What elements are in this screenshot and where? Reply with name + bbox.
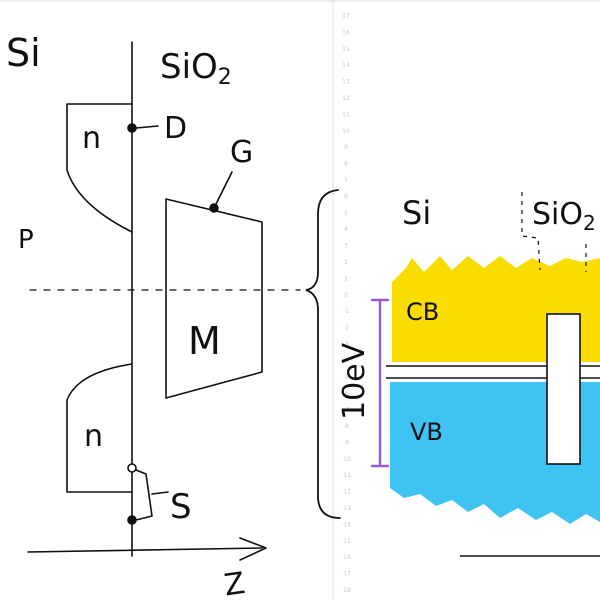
gate-contact <box>209 203 219 213</box>
gate-metal <box>165 198 263 399</box>
ruler-tick-label: -14 <box>341 521 351 528</box>
ruler-tick-label: -4 <box>343 357 349 364</box>
n-region-drain <box>66 103 133 233</box>
label-metal: M <box>188 319 221 363</box>
ruler-tick-label: 4 <box>344 226 348 233</box>
ruler-tick-label: -13 <box>341 505 351 512</box>
oxide-barrier <box>546 313 581 465</box>
ruler-tick-label: -18 <box>341 587 351 594</box>
label-sio2-left-main: SiO <box>160 47 218 87</box>
sio2-dashed-bracket <box>521 192 587 272</box>
ruler-tick-label: -12 <box>341 489 351 496</box>
label-energy-scale: 10eV <box>337 342 372 420</box>
label-sio2-right: SiO2 <box>532 197 596 235</box>
ruler-tick-label: -16 <box>341 554 351 561</box>
ruler-tick-label: -15 <box>341 538 351 545</box>
ruler-tick-label: 2 <box>344 259 348 266</box>
label-si-left: Si <box>6 31 41 75</box>
ruler-tick-label: 1 <box>344 275 348 282</box>
label-n-bottom: n <box>84 419 103 454</box>
label-drain: D <box>164 111 187 146</box>
ruler-tick-label: 0 <box>344 292 348 299</box>
source-lead <box>151 491 169 495</box>
ruler-tick-label: 17 <box>342 13 350 20</box>
ruler-tick-label: 6 <box>344 193 348 200</box>
ruler-tick-label: -17 <box>341 571 351 578</box>
label-vb: VB <box>410 418 443 446</box>
ruler-tick-label: -11 <box>341 472 351 479</box>
curly-brace <box>305 189 341 519</box>
energy-scale-bar <box>370 298 390 468</box>
label-p: P <box>18 225 34 255</box>
label-sio2-right-main: SiO <box>532 197 583 232</box>
ruler-tick-label: -3 <box>343 341 349 348</box>
ruler-tick-label: 5 <box>344 210 348 217</box>
ruler-tick-label: -10 <box>341 456 351 463</box>
ruler-tick-label: 11 <box>342 111 350 118</box>
ruler-tick-label: 16 <box>342 29 350 36</box>
mosfet-cross-section <box>27 41 301 561</box>
label-source: S <box>170 487 192 527</box>
z-axis-arrowhead <box>239 537 267 561</box>
ruler-tick-label: -1 <box>343 308 349 315</box>
z-axis-arrow <box>27 547 263 553</box>
ruler-tick-labels: 17161514131211109876543210-1-2-3-4-5-6-7… <box>341 13 351 594</box>
ruler-tick-label: -8 <box>343 423 349 430</box>
label-sio2-left: SiO2 <box>160 47 232 90</box>
label-n-top: n <box>82 121 101 156</box>
ruler-tick-label: 14 <box>342 62 350 69</box>
ruler-tick-label: -2 <box>343 325 349 332</box>
ruler-tick-label: 9 <box>344 144 348 151</box>
gate-lead <box>215 171 233 205</box>
drain-contact <box>127 123 137 133</box>
ruler-tick-label: -7 <box>343 407 349 414</box>
label-gate: G <box>230 135 253 170</box>
page-ruler: 17161514131211109876543210-1-2-3-4-5-6-7… <box>332 0 351 600</box>
ruler-tick-label: 7 <box>344 177 348 184</box>
ruler-tick-label: 10 <box>342 128 350 135</box>
band-diagram <box>370 192 600 557</box>
n-region-source <box>66 363 133 493</box>
ruler-tick-label: -6 <box>343 390 349 397</box>
ruler-tick-label: 15 <box>342 46 350 53</box>
ruler-tick-label: -5 <box>343 374 349 381</box>
label-sio2-right-sub: 2 <box>583 211 596 235</box>
ruler-tick-label: 3 <box>344 243 348 250</box>
source-bracket <box>135 469 153 521</box>
ruler-tick-label: 8 <box>344 161 348 168</box>
label-cb: CB <box>406 298 439 326</box>
source-contact-bottom <box>127 515 137 525</box>
ruler-tick-label: 12 <box>342 95 350 102</box>
ruler-tick-label: -9 <box>343 439 349 446</box>
drain-lead <box>135 125 159 129</box>
label-si-right: Si <box>402 194 431 232</box>
ruler-tick-label: 13 <box>342 79 350 86</box>
label-z-axis: Z <box>222 566 247 600</box>
label-sio2-left-sub: 2 <box>218 65 232 90</box>
source-contact-top <box>127 463 137 473</box>
